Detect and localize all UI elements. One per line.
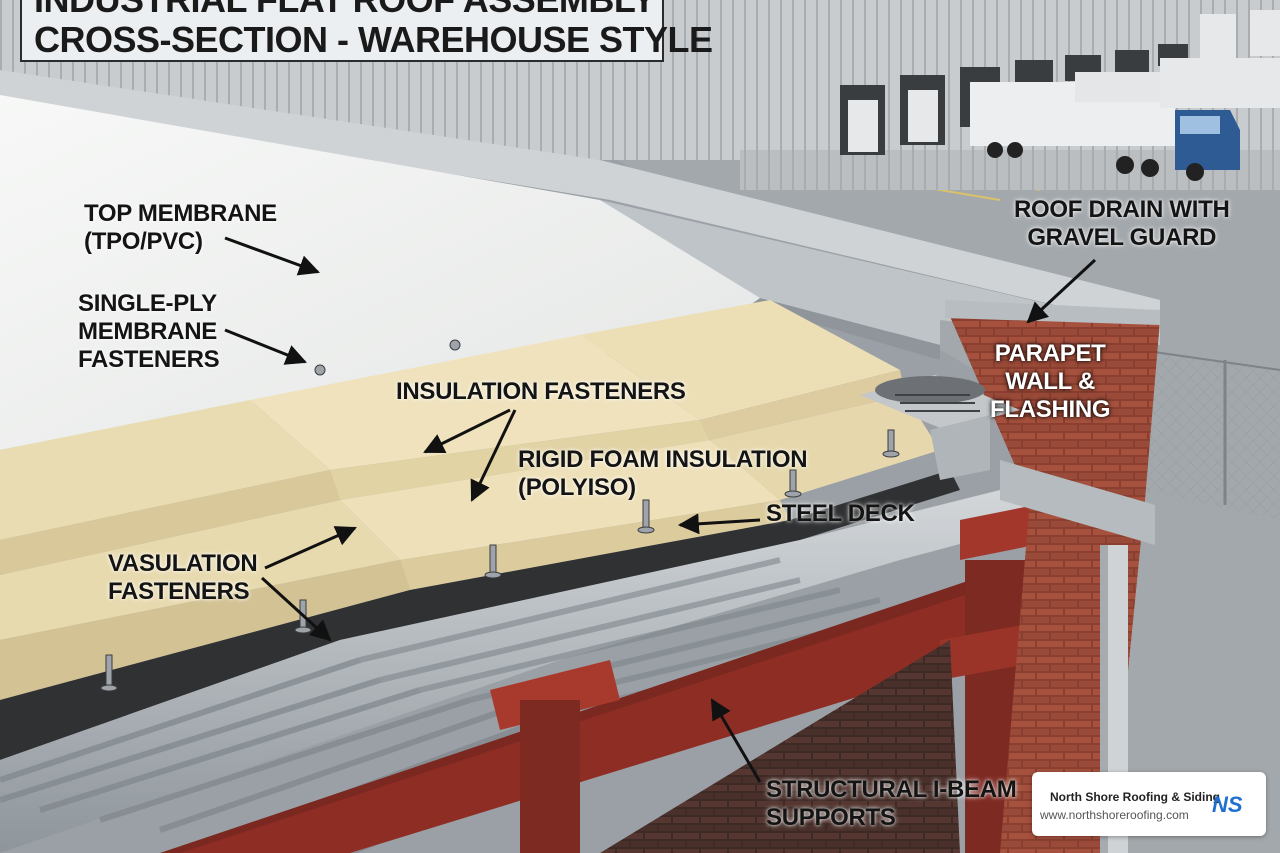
title-line-1: INDUSTRIAL FLAT ROOF ASSEMBLY	[34, 0, 662, 20]
callout-ibeam-line2: SUPPORTS	[766, 804, 1016, 832]
callout-top-membrane-line2: (TPO/PVC)	[84, 228, 277, 256]
callout-roof-drain: ROOF DRAIN WITH GRAVEL GUARD	[1014, 196, 1229, 252]
callout-roof-drain-line2: GRAVEL GUARD	[1014, 224, 1229, 252]
callout-parapet-line1: PARAPET	[990, 340, 1110, 368]
callout-membrane-fasteners: SINGLE-PLY MEMBRANE FASTENERS	[78, 290, 219, 374]
callout-steel-deck: STEEL DECK	[766, 500, 915, 528]
brand-logo: NS	[1210, 790, 1258, 818]
title-box: INDUSTRIAL FLAT ROOF ASSEMBLY CROSS-SECT…	[20, 0, 664, 62]
callout-membrane-fasteners-line1: SINGLE-PLY	[78, 290, 219, 318]
callout-rigid-foam-line2: (POLYISO)	[518, 474, 807, 502]
callout-roof-drain-line1: ROOF DRAIN WITH	[1014, 196, 1229, 224]
callout-parapet-line2: WALL &	[990, 368, 1110, 396]
callout-top-membrane-line1: TOP MEMBRANE	[84, 200, 277, 228]
callout-insulation-fasteners-line1: INSULATION FASTENERS	[396, 378, 686, 406]
callout-membrane-fasteners-line3: FASTENERS	[78, 346, 219, 374]
callout-parapet-line3: FLASHING	[990, 396, 1110, 424]
callout-steel-deck-line1: STEEL DECK	[766, 500, 915, 528]
brand-name: North Shore Roofing & Siding	[1050, 790, 1220, 804]
brand-url: www.northshoreroofing.com	[1040, 808, 1189, 822]
callout-vasulation-fasteners-line1: VASULATION	[108, 550, 257, 578]
callout-vasulation-fasteners: VASULATION FASTENERS	[108, 550, 257, 606]
callout-ibeam-line1: STRUCTURAL I-BEAM	[766, 776, 1016, 804]
callout-rigid-foam-line1: RIGID FOAM INSULATION	[518, 446, 807, 474]
callout-ibeam: STRUCTURAL I-BEAM SUPPORTS	[766, 776, 1016, 832]
brand-logo-text: NS	[1212, 792, 1243, 817]
callout-membrane-fasteners-line2: MEMBRANE	[78, 318, 219, 346]
callout-top-membrane: TOP MEMBRANE (TPO/PVC)	[84, 200, 277, 256]
callout-vasulation-fasteners-line2: FASTENERS	[108, 578, 257, 606]
callout-parapet: PARAPET WALL & FLASHING	[990, 340, 1110, 424]
title-line-2: CROSS-SECTION - WAREHOUSE STYLE	[34, 20, 662, 60]
callout-rigid-foam: RIGID FOAM INSULATION (POLYISO)	[518, 446, 807, 502]
callout-insulation-fasteners: INSULATION FASTENERS	[396, 378, 686, 406]
brand-box: North Shore Roofing & Siding www.northsh…	[1032, 772, 1266, 836]
